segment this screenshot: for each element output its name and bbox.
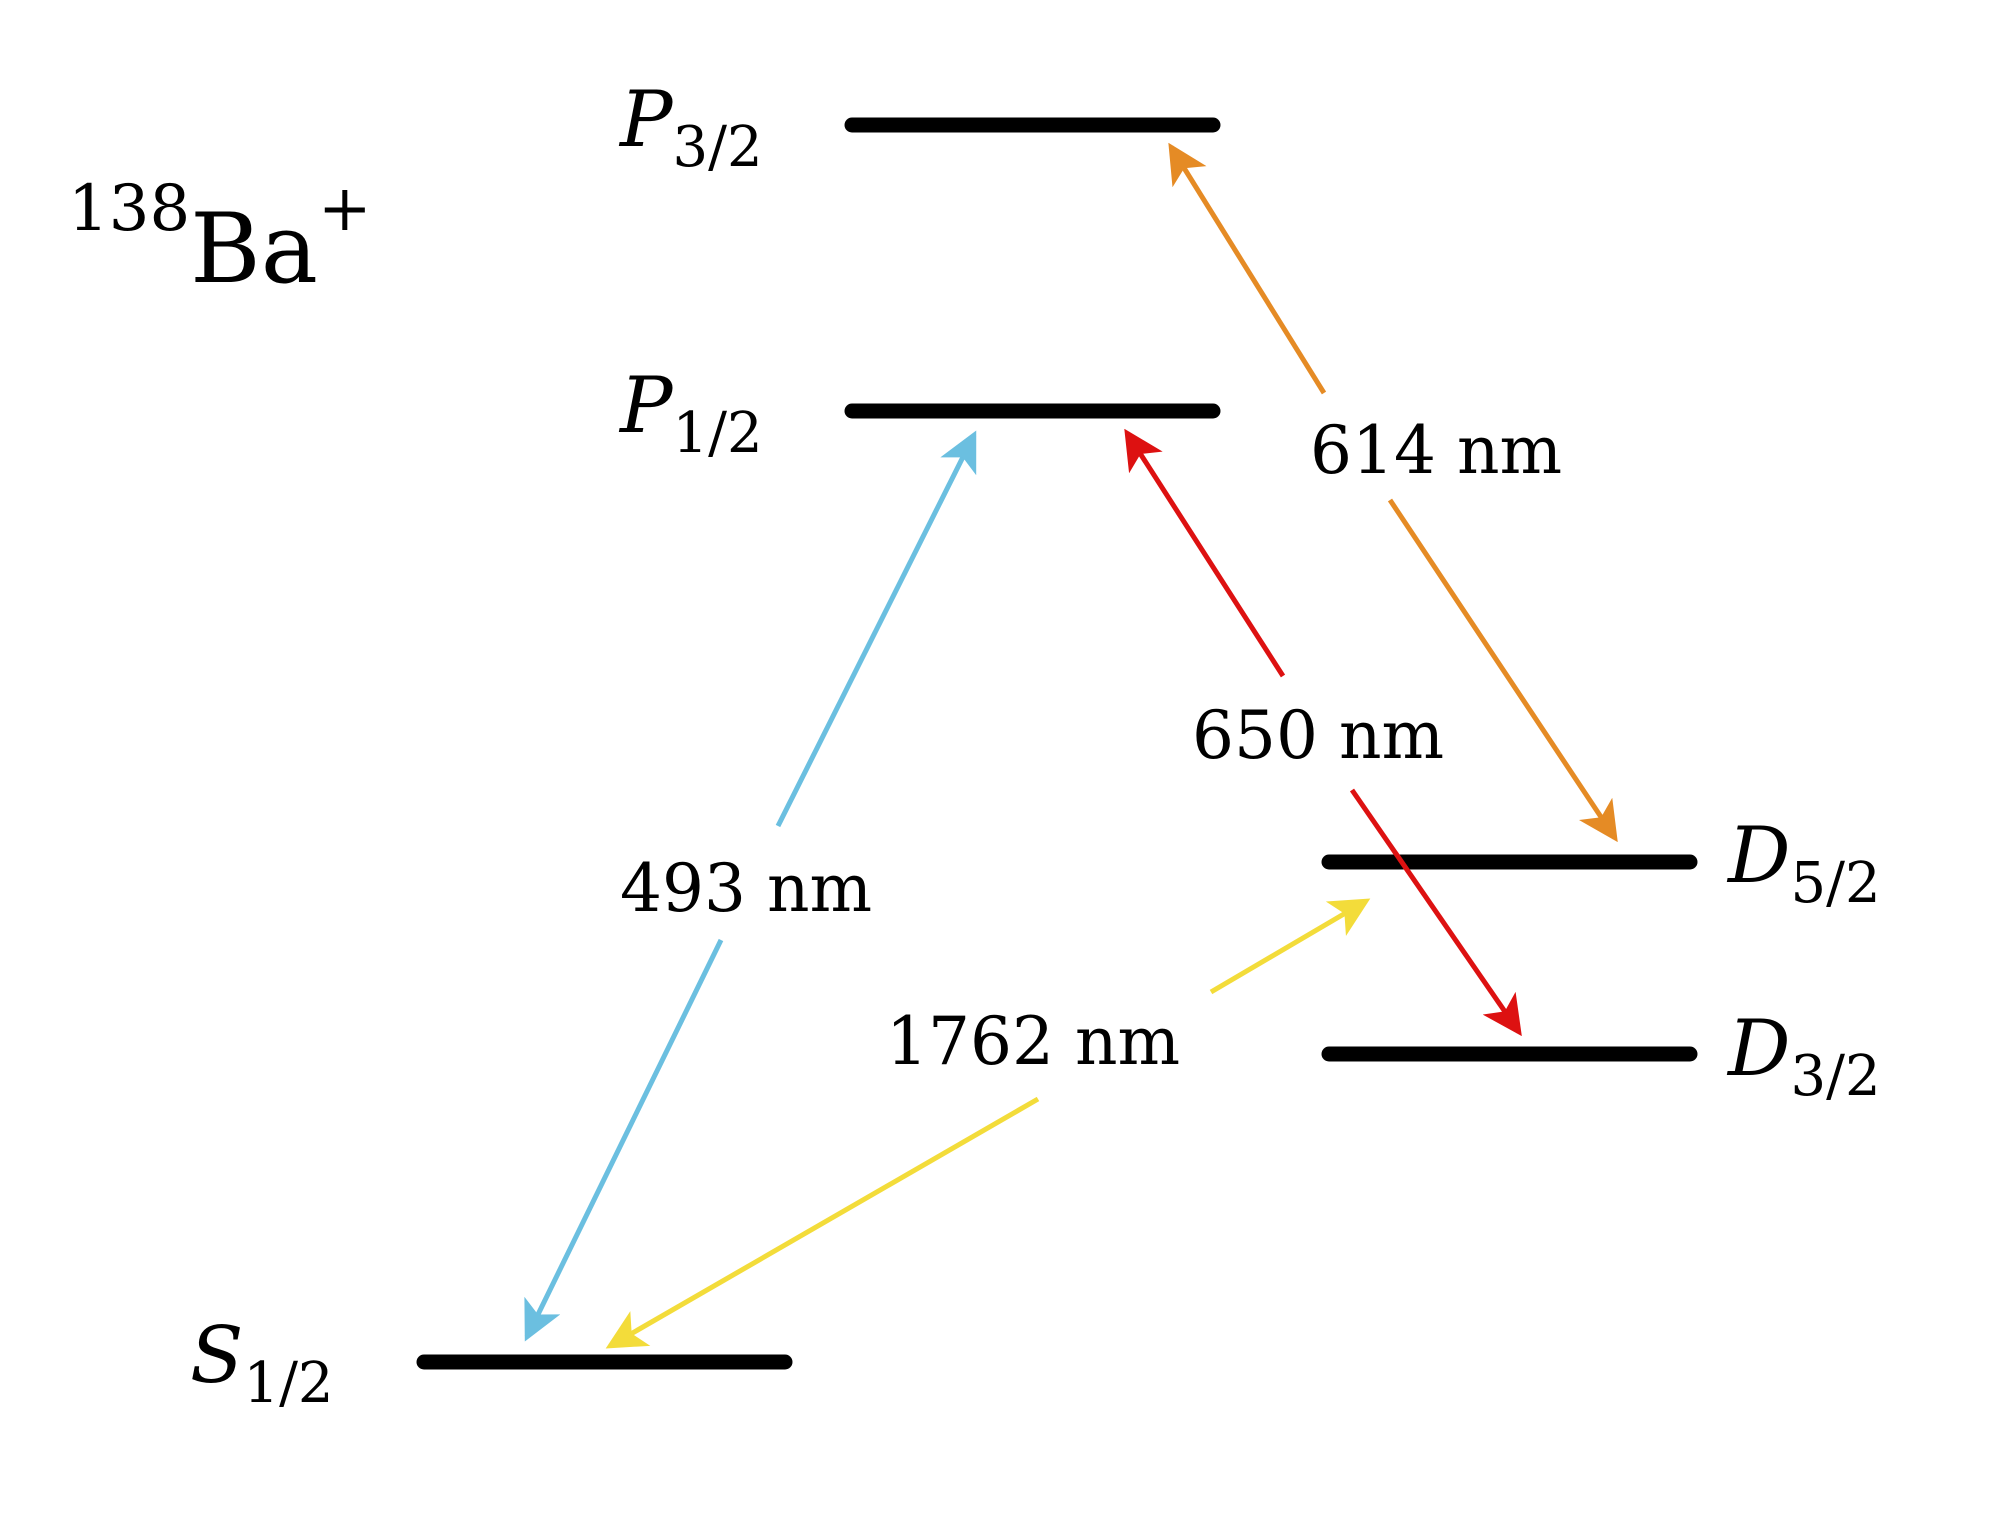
ion-element: Ba	[190, 193, 318, 305]
level-label-d52: D5/2	[1726, 811, 1881, 916]
transition-arrow-614-lower	[1387, 498, 1618, 843]
transition-label-493: 493 nm	[620, 850, 872, 927]
transition-arrow-1762-lower	[605, 1096, 1040, 1349]
level-label-p12: P1/2	[618, 361, 763, 466]
transition-arrow-650-upper	[1124, 428, 1286, 678]
ion-label: 138Ba+	[68, 172, 372, 305]
transition-arrow-1762-upper	[1209, 898, 1371, 995]
level-label-p32: P3/2	[618, 75, 763, 180]
level-label-d32: D3/2	[1726, 1004, 1881, 1109]
transition-label-1762: 1762 nm	[886, 1003, 1180, 1080]
level-label-s12: S1/2	[190, 1311, 334, 1416]
ion-mass-number: 138	[68, 172, 190, 246]
transition-arrow-493-lower	[524, 938, 724, 1342]
transition-label-614: 614 nm	[1310, 412, 1562, 489]
transition-arrow-493-upper	[775, 430, 977, 828]
ion-charge: +	[318, 172, 372, 246]
transition-label-650: 650 nm	[1192, 697, 1444, 774]
transition-arrow-614-upper	[1168, 142, 1327, 395]
transition-arrow-650-lower	[1349, 788, 1522, 1037]
